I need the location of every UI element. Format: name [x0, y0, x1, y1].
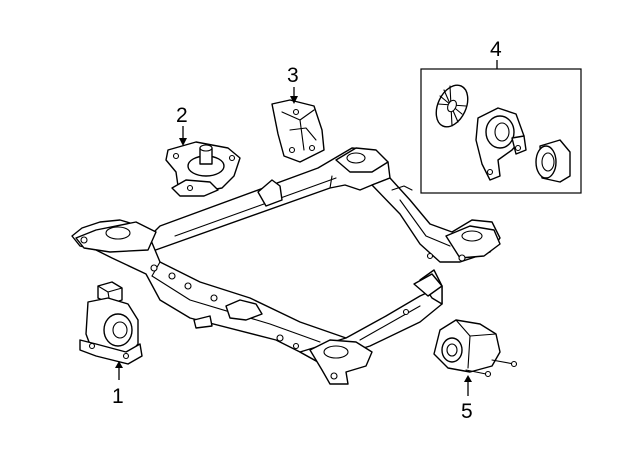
part-4-box: [420, 68, 582, 194]
subframe: [71, 147, 501, 385]
part-4-bushing: [535, 139, 571, 183]
callout-5-label: 5: [461, 400, 473, 423]
callout-3-label: 3: [287, 64, 299, 87]
callout-1-label: 1: [112, 385, 124, 408]
callout-2-label: 2: [176, 104, 188, 127]
part-4-group: [420, 68, 582, 194]
part-3-bracket: [271, 99, 325, 163]
callout-4: 4: [490, 38, 502, 69]
callout-2: 2: [176, 104, 188, 146]
callout-4-label: 4: [490, 38, 502, 61]
part-4-bracket: [475, 107, 527, 181]
part-1-engine-mount: [79, 281, 143, 365]
callout-1: 1: [112, 361, 124, 408]
part-2-engine-mount: [165, 141, 241, 197]
callout-5: 5: [461, 375, 473, 423]
part-4-plate: [435, 84, 469, 128]
callout-3: 3: [287, 64, 299, 104]
part-5-engine-mount: [433, 319, 518, 378]
